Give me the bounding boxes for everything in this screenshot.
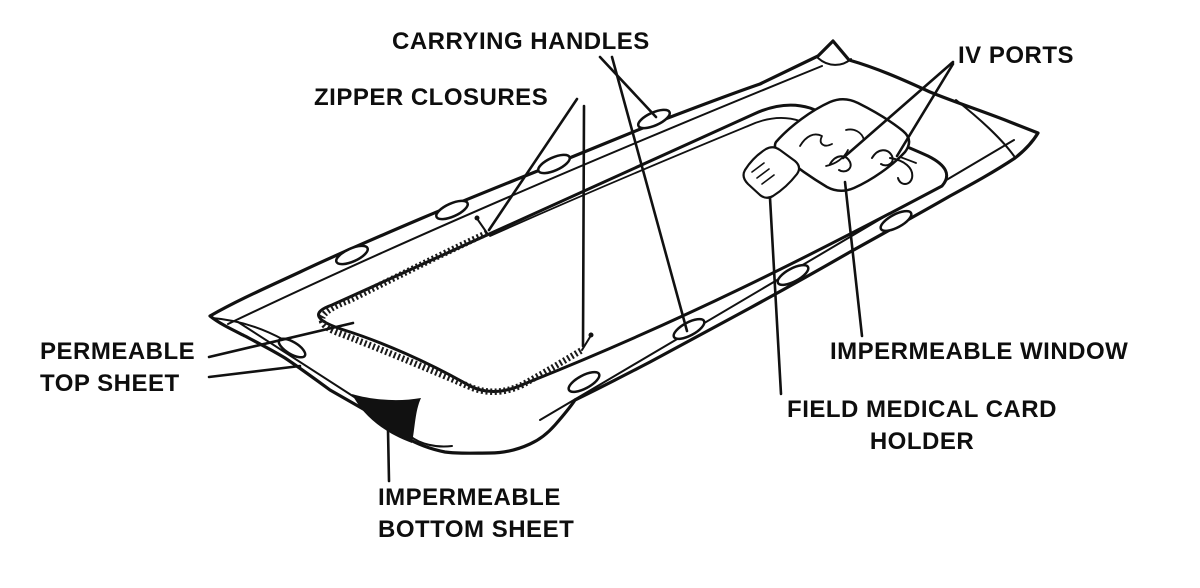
label-impermeable-window: IMPERMEABLE WINDOW (830, 338, 1129, 365)
leader-zipper-closure-lower (581, 104, 586, 348)
leader-iv-port-right (895, 62, 955, 158)
handle-slot-icon (434, 199, 470, 221)
label-line: FIELD MEDICAL CARD (787, 396, 1057, 423)
zipper-closure (318, 215, 594, 395)
leader-impermeable-window (843, 180, 864, 338)
window-sketch-squiggle (845, 128, 865, 141)
top-hem-line (227, 65, 823, 325)
peak-fold-line (817, 57, 852, 66)
label-line: TOP SHEET (40, 370, 180, 397)
label-line: IMPERMEABLE (378, 484, 561, 511)
leader-impermeable-bottom-sheet (386, 428, 391, 483)
left-hem-line (237, 321, 363, 403)
leader-permeable-top-sheet-b (207, 364, 302, 379)
label-field-medical-card-holder: FIELD MEDICAL CARD HOLDER (772, 394, 1072, 458)
leader-field-medical-card-holder (768, 196, 783, 396)
zipper-stipple-track (318, 230, 584, 395)
label-line: PERMEABLE (40, 338, 196, 365)
window-sketch-squiggle (825, 149, 849, 167)
handle-slot-icon (567, 370, 601, 394)
field-medical-card-holder-shape (742, 146, 801, 199)
card-text-line (751, 162, 765, 173)
card-text-line (761, 174, 775, 185)
leader-carrying-handles-bottom (610, 55, 689, 333)
iv-port-icon (871, 149, 894, 167)
leader-carrying-handles-top (598, 55, 658, 119)
label-iv-ports: IV PORTS (958, 42, 1075, 69)
leader-lines (207, 55, 955, 483)
carrying-handle-slots (277, 108, 913, 394)
card-text-line (756, 168, 770, 179)
label-line: BOTTOM SHEET (378, 516, 575, 543)
handle-slot-icon (334, 244, 370, 266)
leader-zipper-closure-upper (487, 97, 579, 232)
impermeable-window-shape (773, 98, 911, 192)
handle-slot-icon (776, 263, 810, 287)
handle-slot-icon (879, 209, 913, 233)
zipper-pull-icon (477, 219, 488, 234)
label-line: HOLDER (869, 428, 975, 455)
zipper-pull-icon (581, 336, 591, 351)
zipper-pull-icon (474, 215, 480, 221)
label-permeable-top-sheet: PERMEABLE TOP SHEET (40, 336, 195, 400)
window-sketch-squiggle (799, 133, 833, 147)
label-carrying-handles: CARRYING HANDLES (392, 28, 650, 55)
label-zipper-closures: ZIPPER CLOSURES (314, 84, 549, 111)
leader-iv-port-left (841, 60, 955, 160)
bottom-sheet-fold (352, 394, 421, 443)
label-impermeable-bottom-sheet: IMPERMEABLE BOTTOM SHEET (378, 482, 574, 546)
head-crease-line (955, 99, 1015, 157)
leader-permeable-top-sheet-a (207, 321, 355, 359)
foot-crease-line (211, 317, 285, 341)
iv-ports-shape (829, 149, 914, 185)
zipper-pull-icon (588, 332, 594, 338)
iv-port-tube-squiggle (889, 157, 914, 185)
handle-slot-icon (536, 153, 572, 175)
iv-port-icon (829, 155, 852, 173)
